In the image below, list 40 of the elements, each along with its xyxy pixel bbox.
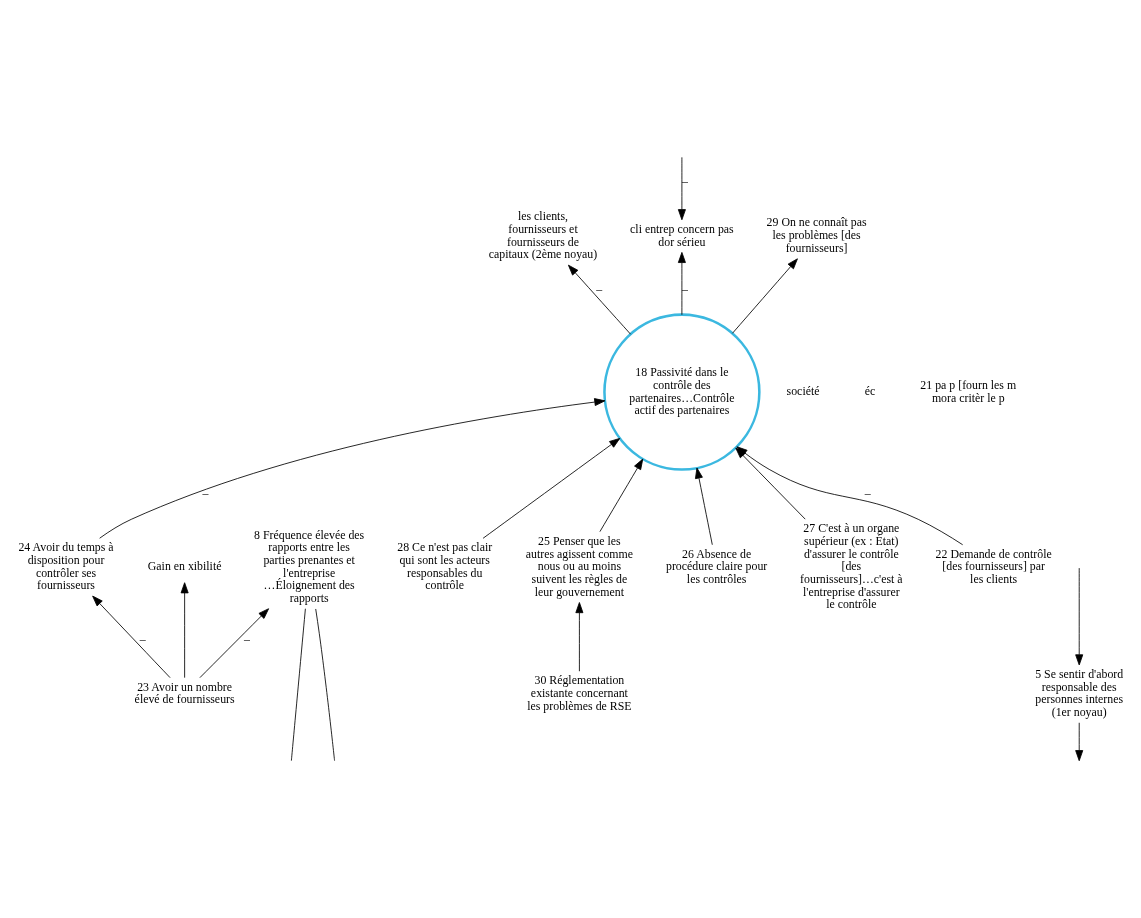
arrow bbox=[199, 608, 270, 679]
edge-label: – bbox=[139, 632, 146, 647]
node-text: 29 On ne connaît pas les problèmes [des fournisseurs] bbox=[766, 215, 867, 255]
arrow bbox=[180, 582, 189, 679]
arrow bbox=[677, 251, 686, 316]
edge-label: – bbox=[596, 281, 603, 296]
arrow bbox=[1075, 567, 1084, 666]
node-text: 22 Demande de contrôle [des fournisseurs] par les clients bbox=[935, 546, 1052, 587]
edge-label: – bbox=[864, 486, 871, 501]
edge-label: – bbox=[681, 281, 688, 296]
node-text: 21 pa p [fourn les m mora critèr le p bbox=[920, 377, 1017, 405]
node-text: société bbox=[786, 384, 820, 399]
arrow bbox=[92, 595, 171, 679]
arrow bbox=[1075, 722, 1084, 762]
arrow bbox=[677, 156, 686, 221]
arrow bbox=[482, 437, 621, 539]
node-text: les clients, fournisseurs et fournisseurs de capitaux (2ème noyau) bbox=[488, 209, 598, 262]
node-text: 25 Penser que les autres agissent comme nous ou au moins suivent les règles de leur gouvernement bbox=[525, 533, 633, 599]
node-text: 30 Réglementation existante concernant les problèmes de RSE bbox=[527, 673, 632, 713]
node-text: 28 Ce n'est pas clair qui sont les acteurs responsables du contrôle bbox=[397, 540, 493, 593]
edge-label: – bbox=[243, 632, 250, 647]
connector bbox=[315, 608, 335, 762]
arrow bbox=[599, 458, 644, 533]
arrow bbox=[575, 602, 584, 672]
node-text: 8 Fréquence élevée des rapports entre les parties prenantes et l'entreprise …Éloignement des rapports bbox=[254, 527, 365, 606]
node-text: 27 C'est à un organe supérieur (ex : État) d'assurer le contrôle [des fournisseurs]…c'est à l'entreprise d'assurer le contrôle bbox=[800, 521, 903, 612]
node-text: 23 Avoir un nombre élevé de fournisseurs bbox=[134, 679, 235, 707]
node-text: 24 Avoir du temps à disposition pour contrôler ses fournisseurs bbox=[18, 540, 114, 593]
edge-label: – bbox=[202, 486, 209, 501]
edge-label: – bbox=[681, 174, 688, 189]
arrow bbox=[695, 467, 713, 546]
arrow bbox=[732, 258, 798, 334]
node-text: Gain en xibilité bbox=[147, 559, 222, 574]
connector bbox=[290, 608, 306, 762]
node-text: cli entrep concern pas dor sérieu bbox=[630, 221, 734, 249]
node-text: 5 Se sentir d'abord responsable des personnes internes (1er noyau) bbox=[1035, 666, 1124, 720]
arrow bbox=[99, 398, 606, 539]
arrow bbox=[568, 264, 631, 335]
node-text: 26 Absence de procédure claire pour les contrôles bbox=[665, 546, 768, 587]
node-text: éc bbox=[864, 384, 876, 399]
